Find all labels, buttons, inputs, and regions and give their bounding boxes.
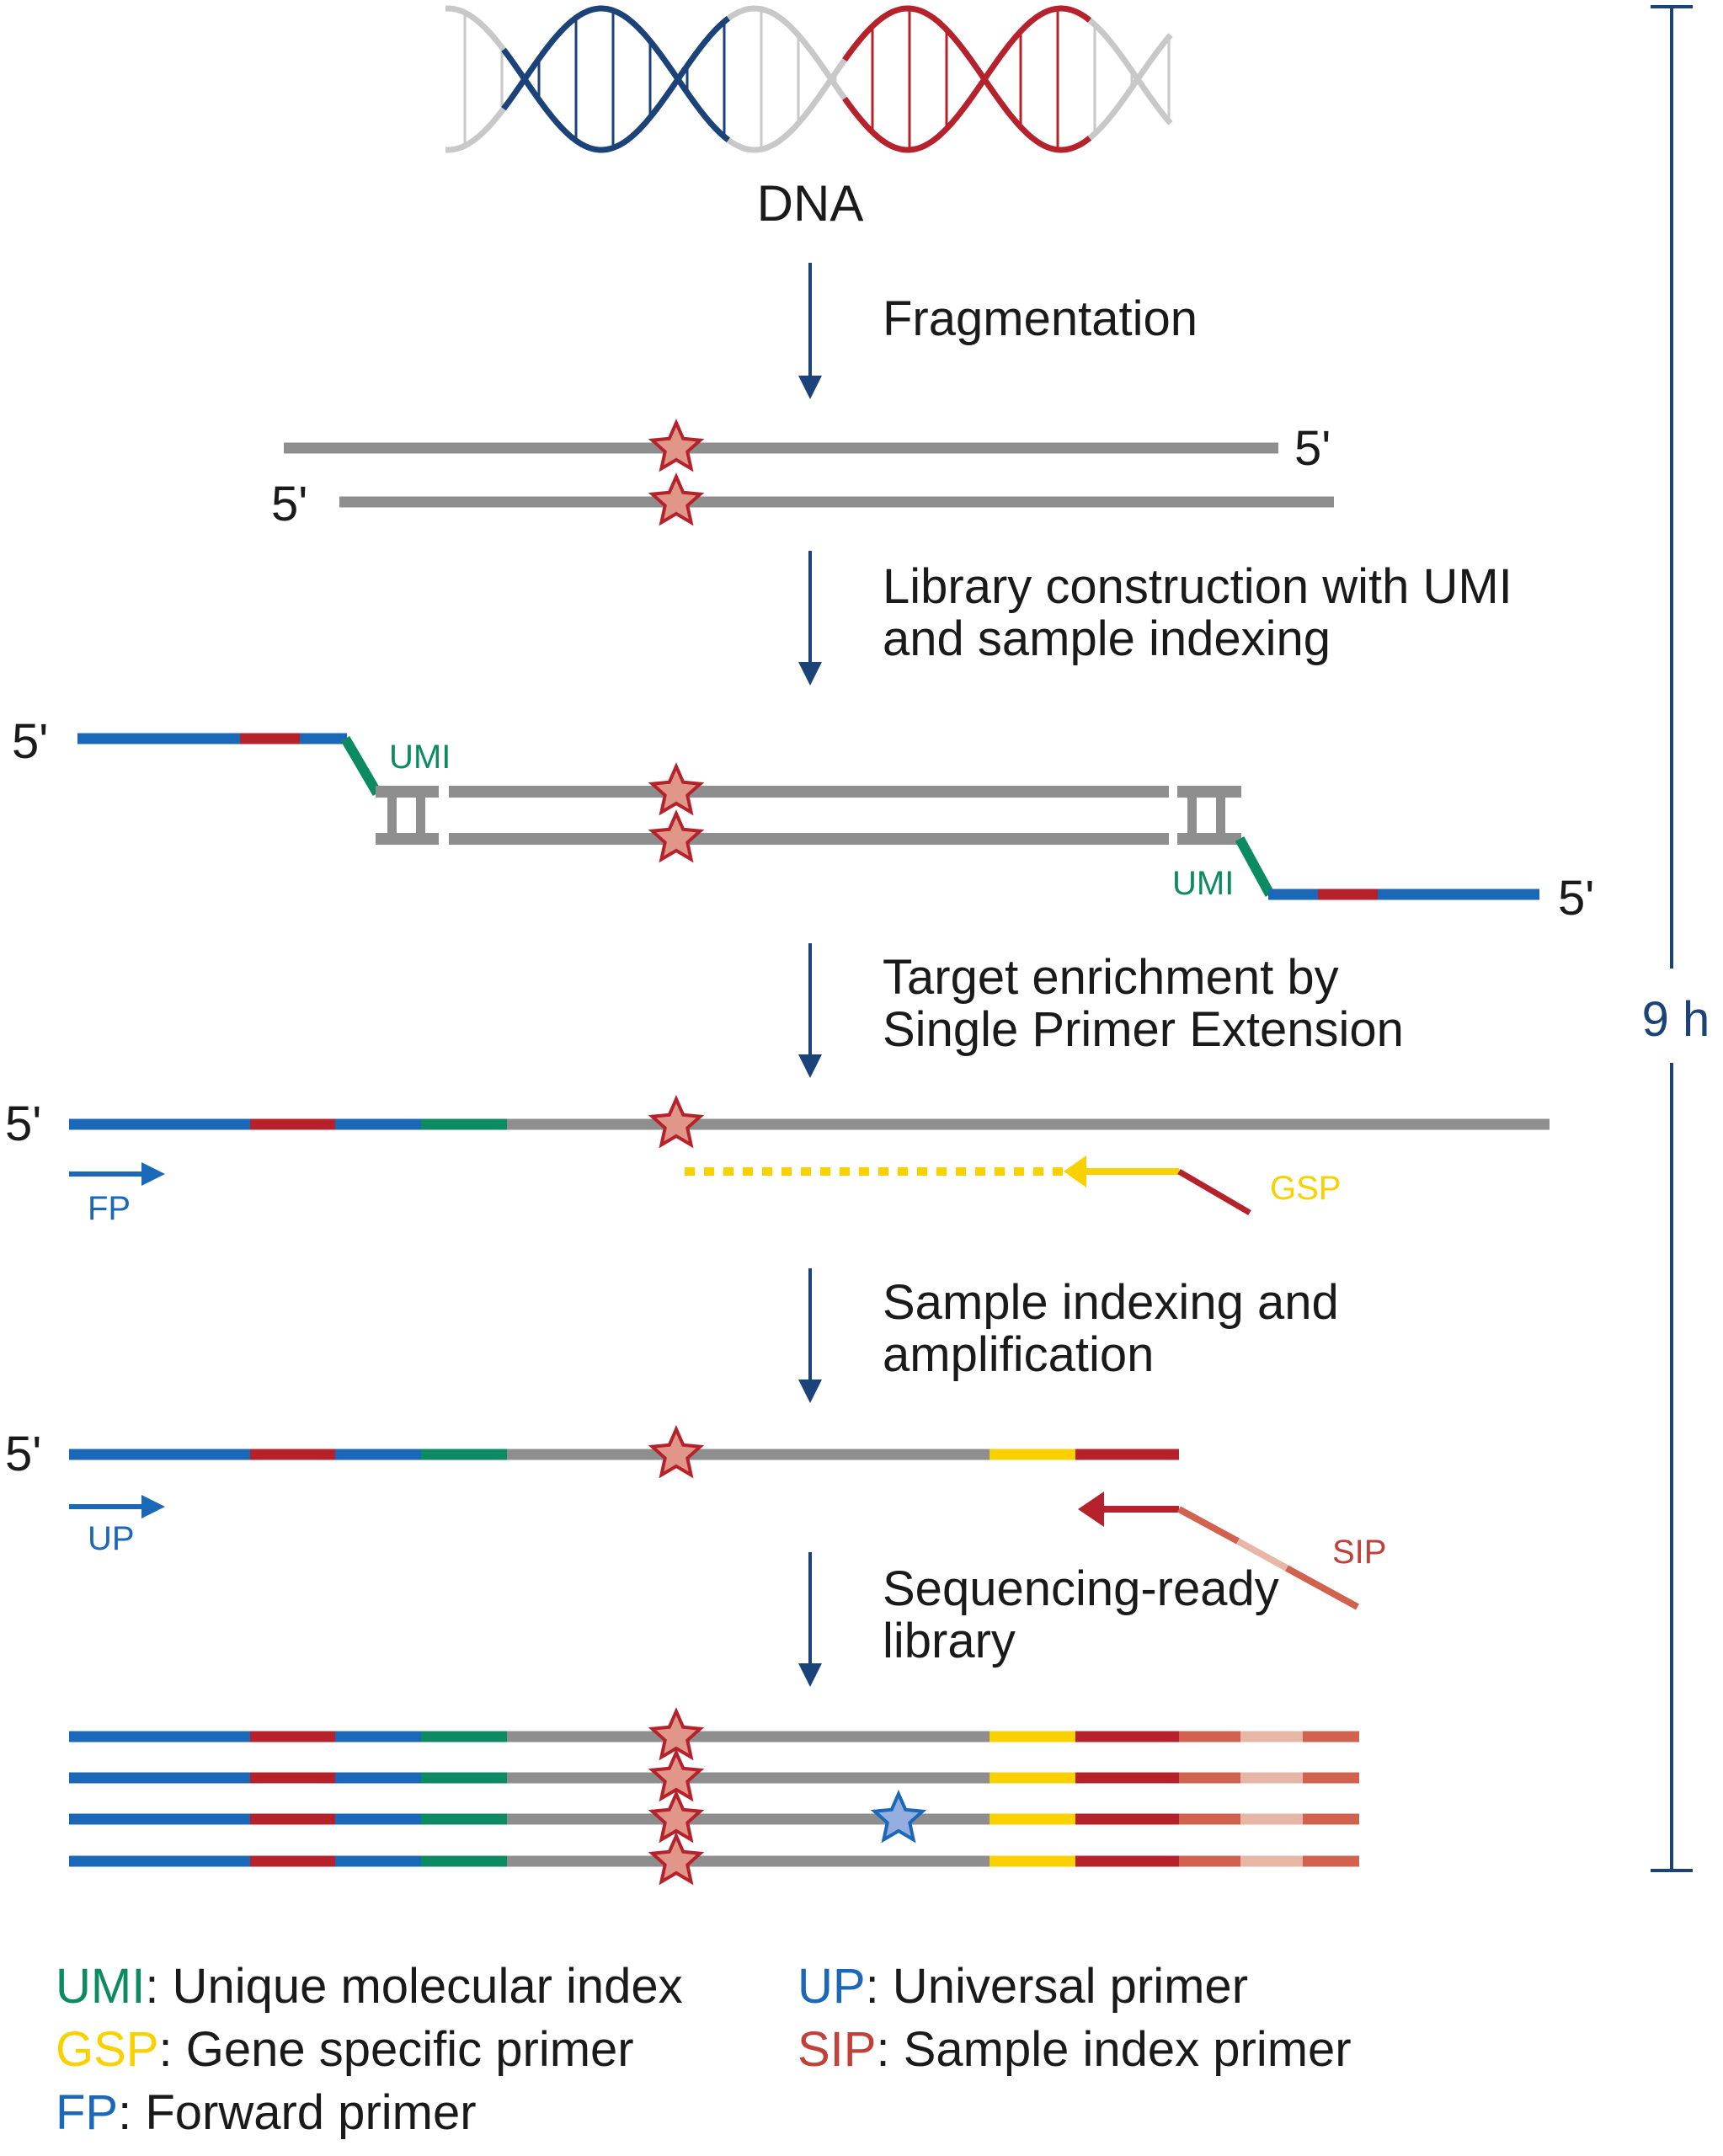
sip-tail <box>1236 1538 1288 1572</box>
right-arrow-icon <box>141 1495 165 1518</box>
legend-item-fp: FP: Forward primer <box>56 2085 477 2140</box>
legend: UMI: Unique molecular index UP: Universa… <box>56 1959 1352 2140</box>
step-5-label-line-2: library <box>883 1614 1016 1668</box>
five-prime-label: 5' <box>5 1097 41 1151</box>
helix-backbone <box>501 15 731 153</box>
legend-abbr: SIP <box>797 2022 877 2077</box>
ligation-junction <box>1187 798 1197 833</box>
up-label: UP <box>88 1520 135 1557</box>
dna-label: DNA <box>757 175 864 232</box>
sip-label: SIP <box>1332 1534 1386 1571</box>
five-prime-label: 5' <box>1558 871 1594 926</box>
sample-indexing-fragment <box>69 1449 1359 1610</box>
mutation-star-icon <box>648 1095 705 1149</box>
mutation-star-icon <box>648 762 705 816</box>
fragmented-dna <box>284 442 1334 508</box>
helix-backbone <box>445 5 506 52</box>
legend-item-sip: SIP: Sample index primer <box>797 2022 1352 2077</box>
helix-backbone <box>726 58 847 153</box>
legend-abbr: GSP <box>56 2022 159 2077</box>
insert-bottom-strand <box>449 833 1169 845</box>
left-arrow-icon <box>1078 1492 1104 1527</box>
gsp-tail <box>1177 1168 1251 1216</box>
mutation-star-icon <box>648 1790 705 1844</box>
step-4-label-line-1: Sample indexing and <box>883 1275 1339 1330</box>
legend-desc: : Sample index primer <box>877 2022 1352 2077</box>
helix-backbone <box>842 5 1092 153</box>
down-arrow-icon <box>798 1663 822 1687</box>
sip-tail <box>1177 1506 1240 1545</box>
gsp-label: GSP <box>1270 1170 1341 1207</box>
duration-label: 9 h <box>1642 992 1710 1047</box>
umi-label: UMI <box>1172 865 1234 902</box>
adapter-ligated-fragment <box>77 733 1539 900</box>
insert-top-strand <box>449 786 1169 798</box>
step-4-label-line-2: amplification <box>883 1327 1154 1382</box>
sequencing-ready-library <box>69 1731 1359 1867</box>
down-arrow-icon <box>798 662 822 686</box>
legend-item-umi: UMI: Unique molecular index <box>56 1959 683 2014</box>
helix-backbone <box>501 5 731 143</box>
mutation-star-icon <box>648 1425 705 1479</box>
legend-abbr: FP <box>56 2085 118 2140</box>
legend-desc: : Gene specific primer <box>159 2022 634 2077</box>
five-prime-label: 5' <box>271 477 307 531</box>
variant-star-icon <box>870 1790 927 1844</box>
legend-item-gsp: GSP: Gene specific primer <box>56 2022 634 2077</box>
umi-segment <box>340 735 382 797</box>
ligation-junction <box>1177 786 1241 798</box>
mutation-star-icon <box>648 419 705 472</box>
five-prime-label: 5' <box>5 1427 41 1481</box>
down-arrow-icon <box>798 376 822 399</box>
helix-backbone <box>1087 33 1173 141</box>
ligation-junction <box>376 786 439 798</box>
helix-backbone <box>445 106 506 153</box>
ligation-junction <box>1216 798 1225 833</box>
step-2-label-line-1: Library construction with UMI <box>883 559 1512 614</box>
right-arrow-icon <box>141 1162 165 1186</box>
mutation-star-icon <box>648 809 705 863</box>
step-3-label-line-2: Single Primer Extension <box>883 1002 1404 1057</box>
duration-bracket <box>1651 5 1693 1872</box>
fp-label: FP <box>88 1190 131 1227</box>
mutation-star-icon <box>648 1832 705 1886</box>
umi-segment <box>1235 836 1275 897</box>
mutation-star-icon <box>648 1748 705 1802</box>
left-arrow-icon <box>1064 1155 1086 1187</box>
helix-backbone <box>1087 18 1173 125</box>
five-prime-label: 5' <box>12 714 48 769</box>
ligation-junction <box>376 833 439 845</box>
mutation-star-icon <box>648 472 705 526</box>
step-5-label-line-1: Sequencing-ready <box>883 1561 1279 1616</box>
legend-item-up: UP: Universal primer <box>797 1959 1248 2014</box>
legend-abbr: UMI <box>56 1959 145 2014</box>
step-3-label-line-1: Target enrichment by <box>883 950 1339 1005</box>
ligation-junction <box>416 798 425 833</box>
legend-desc: : Forward primer <box>118 2085 476 2140</box>
step-1-label-line-1: Fragmentation <box>883 291 1198 346</box>
legend-desc: : Unique molecular index <box>145 1959 682 2014</box>
helix-backbone <box>726 5 847 100</box>
five-prime-label: 5' <box>1294 421 1331 476</box>
dna-double-helix-icon <box>445 5 1173 153</box>
legend-abbr: UP <box>797 1959 866 2014</box>
step-2-label-line-2: and sample indexing <box>883 611 1331 666</box>
down-arrow-icon <box>798 1054 822 1078</box>
ligation-junction <box>387 798 397 833</box>
down-arrow-icon <box>798 1380 822 1403</box>
helix-backbone <box>842 5 1092 153</box>
legend-desc: : Universal primer <box>866 1959 1248 2014</box>
ligation-junction <box>1177 833 1241 845</box>
mutation-star-icon <box>648 1707 705 1761</box>
sip-tail <box>1285 1565 1359 1610</box>
umi-label: UMI <box>389 739 451 776</box>
